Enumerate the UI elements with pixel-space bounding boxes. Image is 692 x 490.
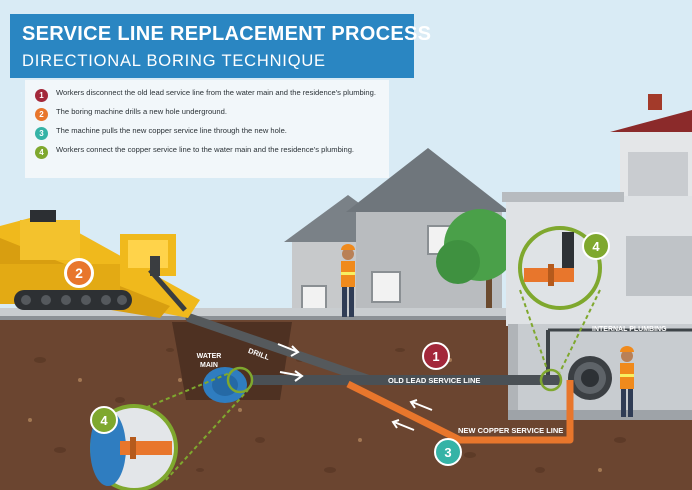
- step-2-number: 2: [35, 108, 48, 121]
- step-4-text: Workers connect the copper service line …: [56, 145, 355, 154]
- page-subtitle: DIRECTIONAL BORING TECHNIQUE: [22, 52, 326, 70]
- new-copper-line-label: NEW COPPER SERVICE LINE: [458, 426, 564, 435]
- step-1: 1 Workers disconnect the old lead servic…: [35, 88, 383, 102]
- page-title: SERVICE LINE REPLACEMENT PROCESS: [22, 23, 432, 45]
- step-3-text: The machine pulls the new copper service…: [56, 126, 287, 135]
- zoom-house-connection: [518, 226, 602, 373]
- water-main-label-line2: MAIN: [200, 362, 218, 369]
- badge-step-1: 1: [422, 342, 450, 370]
- title-banner: SERVICE LINE REPLACEMENT PROCESS DIRECTI…: [10, 14, 431, 78]
- worker-basement: [620, 346, 634, 417]
- water-main-label-line1: WATER: [196, 353, 222, 360]
- step-4: 4 Workers connect the copper service lin…: [35, 145, 383, 159]
- step-1-text: Workers disconnect the old lead service …: [56, 88, 376, 97]
- water-meter: [568, 356, 612, 400]
- badge-step-3: 3: [434, 438, 462, 466]
- new-copper-service-line: [346, 380, 574, 444]
- steps-panel: 1 Workers disconnect the old lead servic…: [25, 80, 389, 178]
- old-lead-line-label: OLD LEAD SERVICE LINE: [388, 376, 481, 385]
- step-4-number: 4: [35, 146, 48, 159]
- internal-plumbing-label: INTERNAL PLUMBING: [592, 326, 667, 333]
- step-2-text: The boring machine drills a new hole und…: [56, 107, 227, 116]
- step-3-number: 3: [35, 127, 48, 140]
- flow-arrows: [277, 343, 433, 431]
- residence: [502, 94, 692, 420]
- step-2: 2 The boring machine drills a new hole u…: [35, 107, 383, 121]
- badge-step-4-main: 4: [90, 406, 118, 434]
- drill-rod: [185, 313, 375, 385]
- worker-street: [341, 244, 355, 317]
- step-3: 3 The machine pulls the new copper servi…: [35, 126, 383, 140]
- badge-step-2: 2: [64, 258, 94, 288]
- step-1-number: 1: [35, 89, 48, 102]
- badge-step-4-house: 4: [582, 232, 610, 260]
